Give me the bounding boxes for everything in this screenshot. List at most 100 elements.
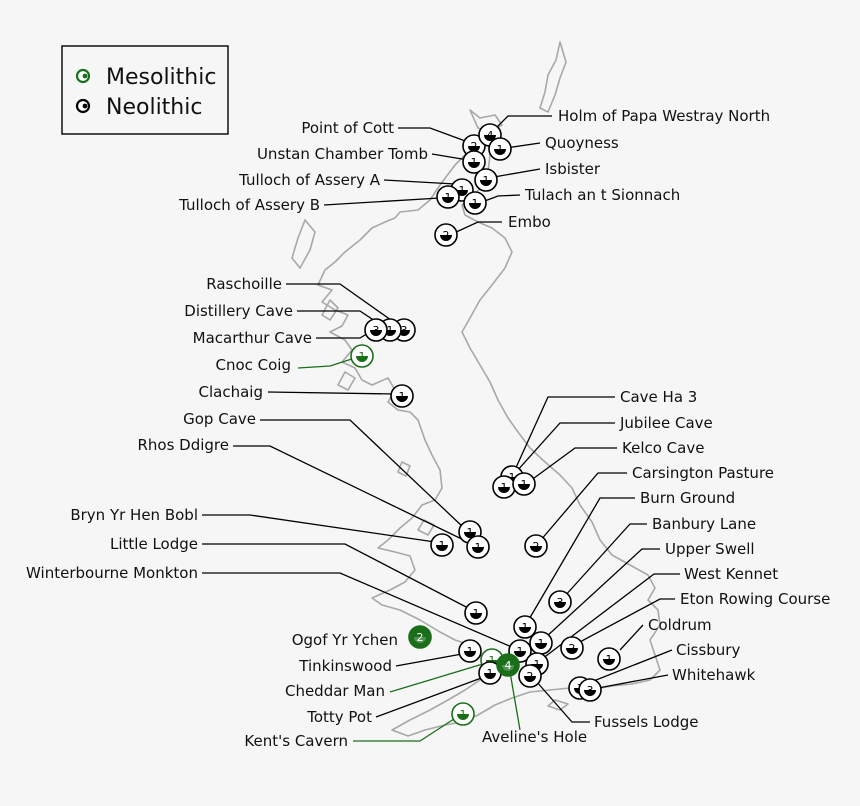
site-marker-rhos-ddigre[interactable]: 1 <box>466 535 490 559</box>
leader-line-whitehawk <box>597 674 669 689</box>
site-count: 1 <box>483 174 490 187</box>
site-count: 1 <box>522 621 529 634</box>
site-half-dot-icon <box>436 545 448 551</box>
site-marker-tulach-an-t-sionnach[interactable]: 1 <box>463 191 487 215</box>
site-half-dot-icon <box>518 484 530 490</box>
site-marker-eton-rowing-course[interactable]: 2 <box>560 636 584 660</box>
site-label-distillery-cave: Distillery Cave <box>184 302 293 320</box>
site-marker-tinkinswood[interactable]: 1 <box>458 639 482 663</box>
site-marker-carsington-pasture[interactable]: 2 <box>524 534 548 558</box>
leader-line-coldrum <box>619 624 644 651</box>
site-half-dot-icon <box>480 180 492 186</box>
site-label-bryn-yr-hen-bobl: Bryn Yr Hen Bobl <box>70 506 198 524</box>
site-count: 4 <box>505 659 512 672</box>
site-label-clachaig: Clachaig <box>199 383 263 401</box>
site-marker-clachaig[interactable]: 1 <box>390 384 414 408</box>
leader-line-point-of-cott <box>398 127 469 143</box>
site-label-cave-ha-3: Cave Ha 3 <box>620 388 697 406</box>
site-label-macarthur-cave: Macarthur Cave <box>193 329 312 347</box>
site-marker-upper-swell[interactable]: 1 <box>529 631 553 655</box>
site-label-eton-rowing-course: Eton Rowing Course <box>680 590 830 608</box>
site-marker-aveline-s-hole[interactable]: 4 <box>496 653 520 677</box>
site-count: 1 <box>399 390 406 403</box>
site-count: 4 <box>487 129 494 142</box>
site-marker-jubilee-cave[interactable]: 1 <box>492 475 516 499</box>
site-count: 1 <box>387 324 394 337</box>
site-half-dot-icon <box>470 613 482 619</box>
site-marker-kelco-cave[interactable]: 1 <box>512 472 536 496</box>
leader-line-upper-swell <box>545 548 660 638</box>
site-half-dot-icon <box>519 627 531 633</box>
leader-line-eton-rowing-course <box>577 598 675 644</box>
site-marker-isbister[interactable]: 1 <box>474 168 498 192</box>
site-marker-whitehawk[interactable]: 3 <box>578 678 602 702</box>
site-half-dot-icon <box>566 648 578 654</box>
site-label-isbister: Isbister <box>545 160 601 178</box>
site-marker-tulloch-of-assery-b[interactable]: 1 <box>436 185 460 209</box>
site-half-dot-icon <box>603 659 615 665</box>
site-half-dot-icon <box>514 651 526 657</box>
site-count: 3 <box>401 324 408 337</box>
site-count: 2 <box>443 229 450 242</box>
site-marker-ogof-yr-ychen[interactable]: 2 <box>408 625 432 649</box>
leader-line-cnoc-coig <box>297 357 356 369</box>
leader-line-quoyness <box>505 142 541 149</box>
site-label-point-of-cott: Point of Cott <box>301 119 394 137</box>
site-marker-point-of-cott[interactable]: 2 <box>462 134 486 158</box>
site-marker-cnoc-coig[interactable]: 1 <box>350 344 374 368</box>
leader-line-cave-ha-3 <box>513 396 615 473</box>
site-half-dot-icon <box>469 203 481 209</box>
site-label-west-kennet: West Kennet <box>684 565 778 583</box>
site-marker-coldrum[interactable]: 1 <box>597 647 621 671</box>
site-label-holm-of-papa-westray-north: Holm of Papa Westray North <box>558 107 770 125</box>
leader-line-tulach-an-t-sionnach <box>481 194 521 203</box>
site-label-kent-s-cavern: Kent's Cavern <box>244 732 348 750</box>
site-marker-little-lodge[interactable]: 1 <box>464 601 488 625</box>
site-label-cnoc-coig: Cnoc Coig <box>215 356 291 374</box>
site-marker-quoyness[interactable]: 1 <box>488 137 512 161</box>
site-marker-kent-s-cavern[interactable]: 1 <box>451 702 475 726</box>
leader-line-holm-of-papa-westray-north <box>493 115 552 131</box>
site-circle-icon <box>408 625 432 649</box>
site-count: 2 <box>417 631 424 644</box>
site-count: 1 <box>467 526 474 539</box>
leader-line-raschoille <box>286 283 399 326</box>
site-count: 1 <box>473 607 480 620</box>
site-count: 2 <box>533 540 540 553</box>
site-marker-bryn-yr-hen-bobl[interactable]: 1 <box>430 533 454 557</box>
site-marker-banbury-lane[interactable]: 3 <box>548 590 572 614</box>
leader-line-bryn-yr-hen-bobl <box>202 514 436 543</box>
leader-line-aveline-s-hole <box>509 671 521 731</box>
site-count: 1 <box>445 191 452 204</box>
leader-line-kent-s-cavern <box>353 716 458 742</box>
site-half-dot-icon <box>356 356 368 362</box>
site-marker-macarthur-cave[interactable]: 3 <box>364 318 388 342</box>
site-count: 1 <box>517 645 524 658</box>
site-label-upper-swell: Upper Swell <box>665 540 755 558</box>
site-label-fussels-lodge: Fussels Lodge <box>594 713 698 731</box>
site-marker-embo[interactable]: 2 <box>434 223 458 247</box>
leader-line-tinkinswood <box>395 653 463 667</box>
site-half-dot-icon <box>530 546 542 552</box>
site-marker-burn-ground[interactable]: 1 <box>513 615 537 639</box>
site-half-dot-icon <box>484 673 496 679</box>
legend-mesolithic-label: Mesolithic <box>106 65 216 90</box>
site-marker-unstan-chamber-tomb[interactable]: 1 <box>462 150 486 174</box>
site-count: 3 <box>373 324 380 337</box>
site-label-carsington-pasture: Carsington Pasture <box>632 464 774 482</box>
site-count: 1 <box>497 143 504 156</box>
site-label-unstan-chamber-tomb: Unstan Chamber Tomb <box>257 145 428 163</box>
site-label-gop-cave: Gop Cave <box>183 410 256 428</box>
site-label-quoyness: Quoyness <box>545 134 619 152</box>
legend-box <box>61 45 229 135</box>
site-count: 1 <box>467 645 474 658</box>
leader-line-little-lodge <box>202 543 471 610</box>
site-half-dot-icon <box>457 714 469 720</box>
site-marker-fussels-lodge[interactable]: 2 <box>518 664 542 688</box>
site-marker-totty-pot[interactable]: 1 <box>478 661 502 685</box>
leader-line-unstan-chamber-tomb <box>431 153 469 161</box>
site-count: 1 <box>489 654 496 667</box>
site-half-dot-icon <box>414 637 426 643</box>
